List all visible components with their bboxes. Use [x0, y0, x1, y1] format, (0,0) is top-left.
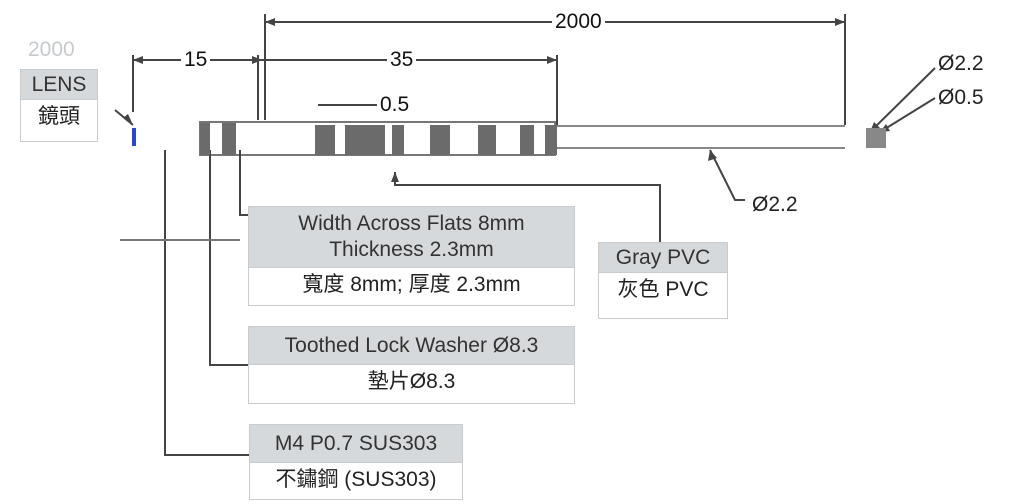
- leader-d05-tip: [879, 97, 936, 133]
- leader-washer: [209, 150, 249, 366]
- cable-end: [866, 128, 886, 148]
- dia-outer-label: Ø2.2: [938, 52, 984, 75]
- nut-callout: Width Across Flats 8mm Thickness 2.3mm 寬…: [248, 206, 575, 306]
- dim-15-label: 15: [181, 49, 211, 71]
- thread-callout-subtitle: 不鏽鋼 (SUS303): [250, 462, 462, 497]
- cable-callout-subtitle: 灰色 PVC: [599, 272, 727, 307]
- cable-callout-title: Gray PVC: [599, 243, 727, 272]
- washer-callout: Toothed Lock Washer Ø8.3 墊片Ø8.3: [248, 326, 575, 404]
- nut-callout-title: Width Across Flats 8mm Thickness 2.3mm: [249, 207, 574, 267]
- leader-thread: [164, 150, 250, 456]
- dia-core-label: Ø0.5: [938, 86, 984, 109]
- nut-callout-subtitle: 寬度 8mm; 厚度 2.3mm: [249, 267, 574, 302]
- leader-d22-tip: [869, 67, 936, 133]
- washer-callout-title: Toothed Lock Washer Ø8.3: [249, 327, 574, 364]
- thread-callout: M4 P0.7 SUS303 不鏽鋼 (SUS303): [249, 424, 463, 500]
- leader-nut: [239, 150, 249, 216]
- leader-cable-jacket: [709, 149, 745, 201]
- washer-callout-subtitle: 墊片Ø8.3: [249, 364, 574, 399]
- dim-0.5-label: 0.5: [377, 94, 413, 116]
- lens-callout: LENS 鏡頭: [20, 69, 98, 142]
- cable-callout: Gray PVC 灰色 PVC: [598, 242, 728, 319]
- lens-tip: [132, 128, 136, 146]
- dim-overall-label: 2000: [552, 11, 605, 33]
- lens-callout-title: LENS: [21, 70, 97, 99]
- lens-callout-subtitle: 鏡頭: [21, 99, 97, 134]
- dim-35-label: 35: [387, 49, 417, 71]
- dia-jacket-label: Ø2.2: [752, 193, 798, 216]
- thread-callout-title: M4 P0.7 SUS303: [250, 425, 462, 462]
- dim-overall-ghost: 2000: [28, 38, 75, 61]
